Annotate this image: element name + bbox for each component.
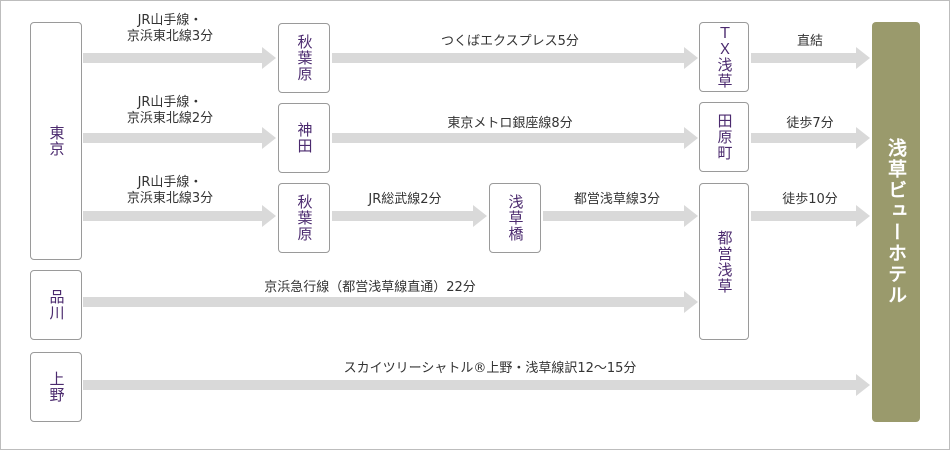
arrow-kanda-tawaramachi	[332, 127, 698, 149]
label-tsukuba: つくばエクスプレス5分	[441, 34, 579, 49]
label-keikyu: 京浜急行線（都営浅草線直通）22分	[264, 280, 476, 295]
label-jr-2min-line2: 京浜東北線2分	[126, 111, 214, 126]
arrow-akihabara-asakusabashi	[332, 205, 487, 227]
label-jr-3min-a: JR山手線・ 京浜東北線3分	[110, 13, 230, 45]
origin-tokyo: 東京	[30, 22, 82, 260]
station-akihabara-1: 秋葉原	[278, 23, 330, 93]
label-ginza: 東京メトロ銀座線8分	[447, 116, 573, 131]
arrow-asakusabashi-toei	[543, 205, 698, 227]
arrow-ueno-hotel	[83, 374, 870, 396]
arrow-tokyo-kanda	[83, 127, 276, 149]
arrow-toei-hotel	[751, 205, 870, 227]
arrow-shinagawa-toei	[83, 291, 698, 313]
destination-hotel: 浅草ビューホテル	[872, 22, 920, 422]
station-toei-asakusa: 都営浅草	[699, 183, 749, 340]
station-tawaramachi: 田原町	[699, 102, 749, 172]
label-jr-2min: JR山手線・ 京浜東北線2分	[110, 95, 230, 127]
origin-shinagawa: 品川	[30, 270, 82, 340]
label-jr-2min-line1: JR山手線・	[137, 95, 203, 110]
label-shuttle: スカイツリーシャトル®上野・浅草線訳12〜15分	[343, 361, 637, 376]
label-jr-3min-a-line1: JR山手線・	[137, 13, 203, 28]
arrow-tokyo-akihabara-2	[83, 205, 276, 227]
arrow-tokyo-akihabara-1	[83, 47, 276, 69]
station-akihabara-2: 秋葉原	[278, 183, 330, 253]
arrow-tawaramachi-hotel	[751, 127, 870, 149]
label-jr-3min-a-line2: 京浜東北線3分	[126, 29, 214, 44]
station-tx-asakusa: ＴＸ浅草	[699, 22, 749, 92]
label-jr-3min-b-line1: JR山手線・	[137, 175, 203, 190]
station-asakusabashi: 浅草橋	[489, 183, 541, 253]
label-direct: 直結	[796, 34, 823, 49]
arrow-tx-hotel	[751, 47, 870, 69]
label-toei-asakusa-line: 都営浅草線3分	[573, 192, 661, 207]
label-walk10: 徒歩10分	[782, 192, 838, 207]
label-jr-3min-b: JR山手線・ 京浜東北線3分	[110, 175, 230, 207]
label-sobu: JR総武線2分	[368, 192, 442, 207]
label-walk7: 徒歩7分	[786, 116, 834, 131]
station-kanda: 神田	[278, 103, 330, 173]
origin-ueno: 上野	[30, 352, 82, 422]
label-jr-3min-b-line2: 京浜東北線3分	[126, 191, 214, 206]
arrow-akihabara-tx	[332, 47, 698, 69]
